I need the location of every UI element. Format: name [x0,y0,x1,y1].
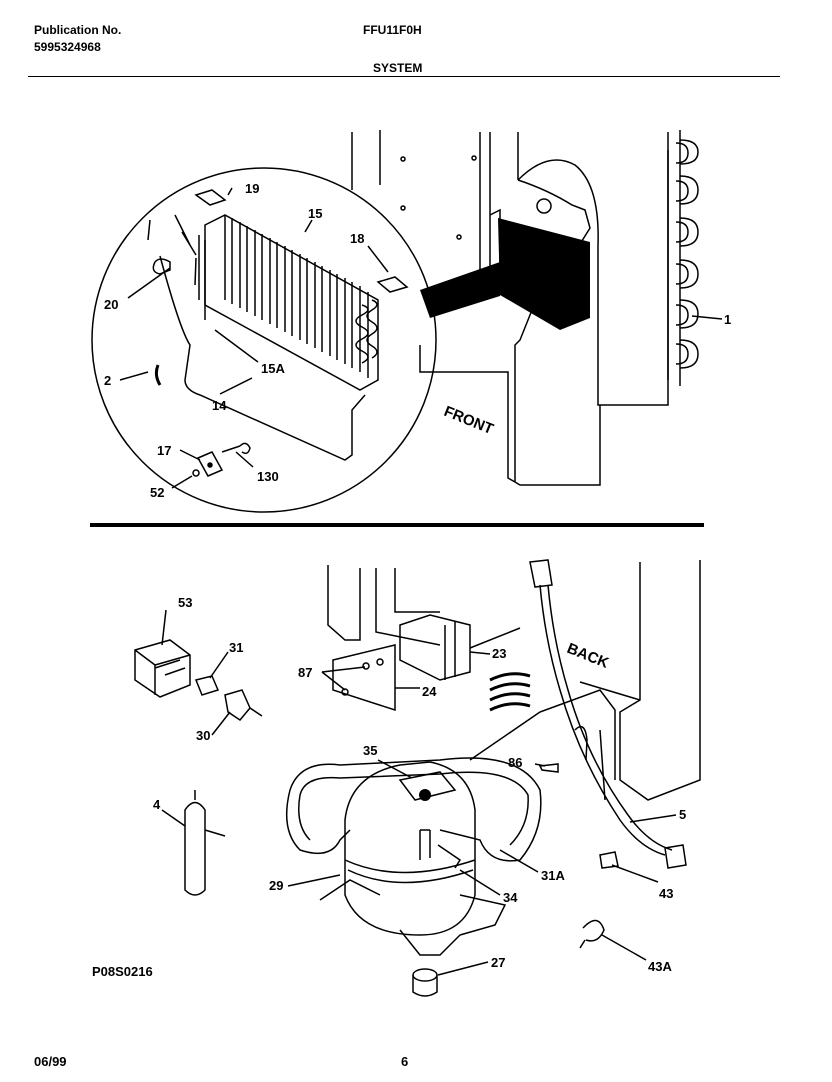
washer-52 [192,469,200,477]
power-cord-5 [539,584,673,856]
cabinet-lower [327,560,701,801]
cabinet-upper [351,130,669,486]
grommet-27 [412,968,438,982]
callout-15A: 15A [261,361,285,376]
callout-20: 20 [104,297,118,312]
section-divider [90,523,704,527]
callout-31A: 31A [541,868,565,883]
model-number: FFU11F0H [363,23,422,37]
heater-wire [174,214,197,286]
callout-87: 87 [298,665,312,680]
callout-18: 18 [350,231,364,246]
back-label: BACK [565,640,612,672]
compressor-mount-31A [285,757,542,862]
page-number: 6 [401,1054,408,1069]
part-2 [154,364,162,386]
callout-27: 27 [491,955,505,970]
publication-label: Publication No. [34,23,122,37]
callout-29: 29 [269,878,283,893]
callout-130: 130 [257,469,279,484]
block-18 [376,276,409,293]
block-19 [194,189,227,206]
relay-53 [134,639,191,698]
terminal-cover [398,771,457,801]
front-label: FRONT [442,403,496,438]
callout-30: 30 [196,728,210,743]
plug-top [529,559,553,588]
callout-4: 4 [153,797,161,812]
screw-86 [538,763,559,773]
callout-14: 14 [212,398,227,413]
screw-130 [221,442,251,455]
drawing-code: P08S0216 [92,964,153,979]
wire-bundle [489,672,531,712]
callout-31: 31 [229,640,243,655]
clip-43A [579,919,605,949]
evaporator-shadow [420,262,500,318]
section-title: SYSTEM [373,61,423,75]
condenser-coil [667,130,699,386]
clip-31 [194,675,220,696]
cord-plug [574,725,687,869]
callout-86: 86 [508,755,522,770]
evaporator-detail-circle [91,167,437,513]
callout-19: 19 [245,181,259,196]
callout-1: 1 [724,312,731,327]
compressor-29 [344,761,476,936]
part-43 [599,851,619,869]
callout-2: 2 [104,373,111,388]
callout-52: 52 [150,485,164,500]
tubing-14-20 [147,219,366,461]
bracket-17 [196,451,224,477]
callout-labels: FRONT BACK 19 15 18 20 15A 2 14 17 130 5… [34,181,731,1069]
footer-date: 06/99 [34,1054,67,1069]
bracket-24 [332,644,396,712]
evaporator [198,214,379,391]
control-23 [399,614,471,681]
publication-number: 5995324968 [34,40,101,54]
compressor-base [319,879,507,956]
callout-5: 5 [679,807,686,822]
callout-23: 23 [492,646,506,661]
callout-24: 24 [422,684,437,699]
process-tube-34 [419,829,462,869]
evaporator-cavity [498,218,590,330]
overload-30 [224,689,263,721]
callout-35: 35 [363,743,377,758]
header-rule [28,76,780,77]
callout-53: 53 [178,595,192,610]
callout-43A: 43A [648,959,672,974]
drier-4 [184,790,226,896]
callout-15: 15 [308,206,322,221]
callout-17: 17 [157,443,171,458]
callout-43: 43 [659,886,673,901]
callout-34: 34 [503,890,518,905]
